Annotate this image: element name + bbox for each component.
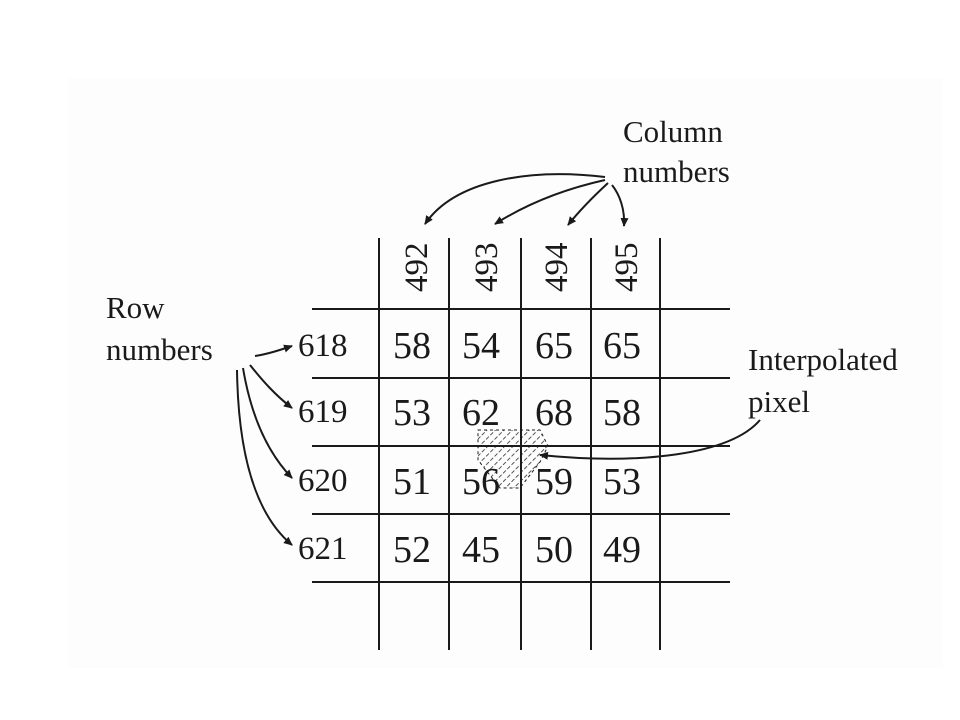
interp-caption-line2: pixel [748,384,810,419]
cell-value: 58 [603,392,641,434]
row-arrow [236,369,293,546]
row-number: 621 [298,531,348,567]
interpolated-arrow [539,419,761,460]
interp-caption-line1: Interpolated [748,342,898,377]
cell-value: 62 [462,392,500,434]
cell-value: 59 [535,461,573,503]
row-caption-line1: Row [106,290,165,325]
column-arrow [424,173,606,225]
cell-value: 51 [393,461,431,503]
column-arrows [424,173,629,227]
interpolated-pixel-marker [477,429,549,489]
interpolated-pixel-caption: Interpolated pixel [748,342,898,419]
cell-value: 50 [535,529,573,571]
row-arrow [242,367,293,479]
column-arrow [567,182,609,226]
column-headers: 492 493 494 495 [399,243,645,293]
row-number: 618 [298,328,348,364]
row-numbers-caption: Row numbers [106,290,213,367]
column-number: 494 [539,243,575,293]
column-number: 495 [609,243,645,293]
column-arrow [494,179,606,225]
column-caption-line1: Column [623,114,723,149]
cell-value: 68 [535,392,573,434]
cell-value: 56 [462,461,500,503]
row-number: 619 [298,394,348,430]
row-arrow [249,364,293,409]
cell-value: 52 [393,529,431,571]
column-caption-line2: numbers [623,154,730,189]
cell-value: 53 [393,392,431,434]
cell-value: 58 [393,325,431,367]
figure-panel [68,78,943,668]
cell-values: 58 54 65 65 53 62 68 58 51 56 59 53 52 4… [393,325,641,571]
cell-value: 65 [603,325,641,367]
column-number: 492 [399,243,435,293]
row-arrow [254,344,293,357]
column-number: 493 [469,243,505,293]
interp-arrow [539,419,761,460]
row-number: 620 [298,463,348,499]
row-headers: 618 619 620 621 [298,328,348,567]
row-arrows [236,344,293,546]
column-numbers-caption: Column numbers [623,114,730,189]
cell-value: 45 [462,529,500,571]
cell-value: 54 [462,325,500,367]
row-caption-line2: numbers [106,332,213,367]
cell-value: 53 [603,461,641,503]
cell-value: 65 [535,325,573,367]
column-arrow [611,184,629,227]
cell-value: 49 [603,529,641,571]
